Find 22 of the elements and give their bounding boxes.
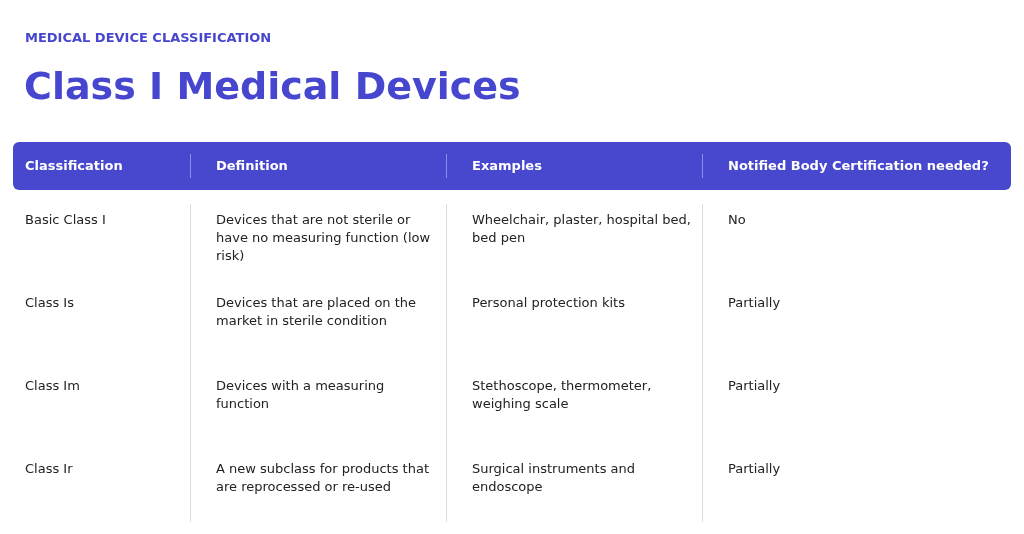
table-cell-text: Partially (728, 460, 782, 478)
eyebrow-heading: MEDICAL DEVICE CLASSIFICATION (25, 30, 272, 45)
column-header: Definition (216, 158, 288, 173)
column-header: Notified Body Certification needed? (728, 158, 989, 173)
table-cell-text: Stethoscope, thermometer, weighing scale (472, 377, 653, 413)
table-cell-text: Class Im (25, 377, 81, 395)
page-title: Class I Medical Devices (24, 64, 521, 108)
column-header: Examples (472, 158, 542, 173)
table-cell-text: No (728, 211, 747, 229)
table-cell: Wheelchair, plaster, hospital bed, bed pen (472, 211, 692, 247)
table-cell-text: A new subclass for products that are reprocessed or re-used (216, 460, 430, 496)
table-cell-text: Devices that are not sterile or have no measuring function (low risk) (216, 211, 432, 265)
table-cell-text: Class Ir (25, 460, 74, 478)
table-cell-text: Personal protection kits (472, 294, 626, 312)
table-cell-text: Surgical instruments and endoscope (472, 460, 636, 496)
column-header: Classification (25, 158, 123, 173)
table-cell-text: Partially (728, 377, 782, 395)
table-cell-text: Basic Class I (25, 211, 107, 229)
table-cell-text: Partially (728, 294, 782, 312)
table-cell-text: Devices with a measuring function (216, 377, 386, 413)
table-cell-text: Devices that are placed on the market in sterile condition (216, 294, 418, 330)
table-cell-text: Class Is (25, 294, 75, 312)
